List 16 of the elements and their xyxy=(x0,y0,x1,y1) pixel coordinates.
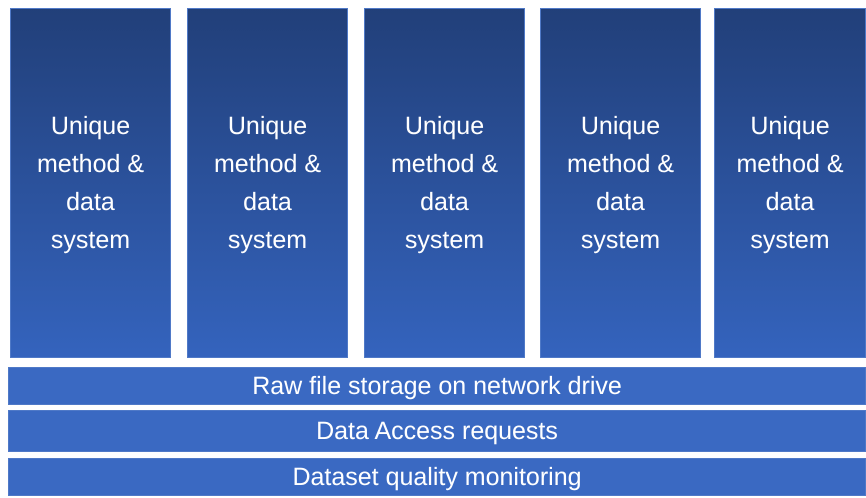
system-column xyxy=(364,8,525,358)
system-column xyxy=(10,8,171,358)
layer-bar xyxy=(8,367,866,405)
node-label: Unique method & data system xyxy=(735,111,844,256)
node-label: Unique method & data system xyxy=(390,111,499,256)
system-column xyxy=(540,8,701,358)
node-label: Unique method & data system xyxy=(36,111,145,256)
system-column xyxy=(187,8,348,358)
node-label: Raw file storage on network drive xyxy=(252,371,622,402)
layer-bar xyxy=(8,410,866,452)
node-label: Unique method & data system xyxy=(212,111,322,256)
node-label: Dataset quality monitoring xyxy=(292,462,582,493)
system-column xyxy=(714,8,866,358)
node-label: Unique method & data system xyxy=(566,111,675,256)
layer-bar xyxy=(8,458,866,496)
node-label: Data Access requests xyxy=(316,416,558,447)
